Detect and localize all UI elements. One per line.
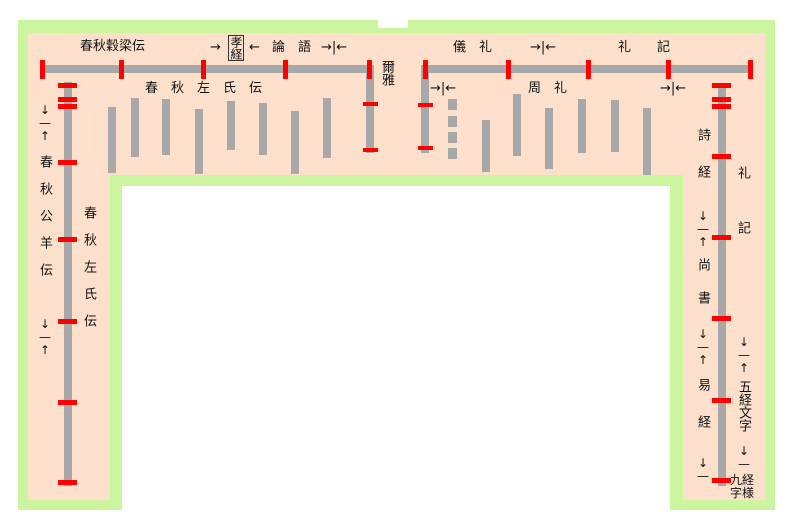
boundary-marker [586, 60, 591, 79]
label-lunyu: 論 語 [272, 40, 312, 55]
boundary-marker [283, 60, 288, 79]
boundary-marker [423, 60, 428, 79]
boundary-marker [58, 160, 77, 165]
boundary-mark: →|← [660, 81, 687, 96]
stele [227, 101, 235, 150]
label-yijing: 易経 [695, 378, 710, 452]
boundary-marker [506, 60, 511, 79]
wall-right [718, 84, 726, 486]
boundary-marker [748, 60, 753, 79]
boundary-marker [58, 480, 77, 485]
stele-block [448, 148, 457, 159]
stele-block [448, 99, 457, 110]
wall-yili [421, 65, 429, 153]
boundary-mark: →|← [321, 40, 348, 55]
span-marker: ↓—↑ [39, 317, 51, 357]
boundary-marker [712, 154, 731, 159]
label-xiaojing: 孝経 [228, 35, 244, 61]
boundary-marker [363, 102, 378, 106]
boundary-marker [58, 237, 77, 242]
label-liji-right: 礼記 [735, 166, 750, 276]
floor-top-hall [28, 33, 765, 175]
label-shangshu: 尚書 [695, 258, 710, 324]
boundary-marker [712, 478, 731, 483]
boundary-marker [712, 316, 731, 321]
boundary-marker [201, 60, 206, 79]
boundary-marker [712, 97, 731, 102]
label-zhouli: 周 礼 [528, 81, 568, 96]
stele [643, 108, 651, 175]
stele [545, 108, 553, 169]
boundary-marker [363, 148, 378, 152]
boundary-marker [119, 60, 124, 79]
boundary-marker [58, 319, 77, 324]
label-erya: 爾雅 [379, 60, 394, 86]
stele [578, 99, 586, 153]
label-wujing-wenzi: 五経文字 [736, 380, 751, 432]
boundary-mark: →|← [430, 81, 457, 96]
wall-erya [366, 65, 374, 153]
wall-left [64, 82, 72, 486]
span-marker: ↓—↑ [39, 103, 51, 143]
label-yili: 儀 礼 [453, 40, 493, 55]
span-marker: ↓—↑ [738, 335, 750, 375]
span-marker: ↓—↑ [697, 327, 709, 367]
wall-top-left [40, 65, 374, 73]
boundary-marker [58, 104, 77, 109]
label-shijing: 詩経 [695, 128, 710, 202]
span-marker: ↓—↑ [697, 209, 709, 249]
boundary-marker [58, 97, 77, 102]
boundary-marker [58, 400, 77, 405]
span-marker: ↓— [738, 444, 750, 471]
boundary-marker [418, 103, 433, 107]
boundary-marker [712, 398, 731, 403]
arrow-right: → [210, 40, 221, 55]
boundary-marker [712, 235, 731, 240]
stele [195, 109, 203, 174]
arrow-left: ← [249, 40, 260, 55]
boundary-marker [367, 60, 372, 79]
label-jiujing-ziyang: 九経字様 [730, 473, 755, 500]
stele [131, 98, 139, 157]
span-marker: ↓— [697, 456, 709, 483]
boundary-marker [712, 83, 731, 88]
stele [482, 120, 490, 172]
label-zuoshi-left: 春秋左氏伝 [81, 206, 96, 341]
label-chunqiu-guliang: 春秋穀梁伝 [80, 39, 146, 54]
boundary-marker [418, 146, 433, 150]
stele [291, 111, 299, 174]
stele [259, 103, 267, 155]
stele-block [448, 116, 457, 127]
stele [513, 94, 521, 156]
boundary-marker [712, 104, 731, 109]
stele-block [448, 132, 457, 143]
stele [108, 107, 116, 173]
boundary-marker [40, 60, 45, 79]
boundary-marker [666, 60, 671, 79]
label-gongyang: 春秋公羊伝 [37, 155, 52, 290]
label-zuoshi-top: 春 秋 左 氏 伝 [145, 81, 263, 96]
label-liji-top: 礼 記 [618, 40, 671, 55]
stele [611, 100, 619, 152]
boundary-mark: →|← [530, 40, 557, 55]
stele [323, 98, 331, 158]
boundary-marker [58, 83, 77, 88]
stele [162, 99, 170, 155]
